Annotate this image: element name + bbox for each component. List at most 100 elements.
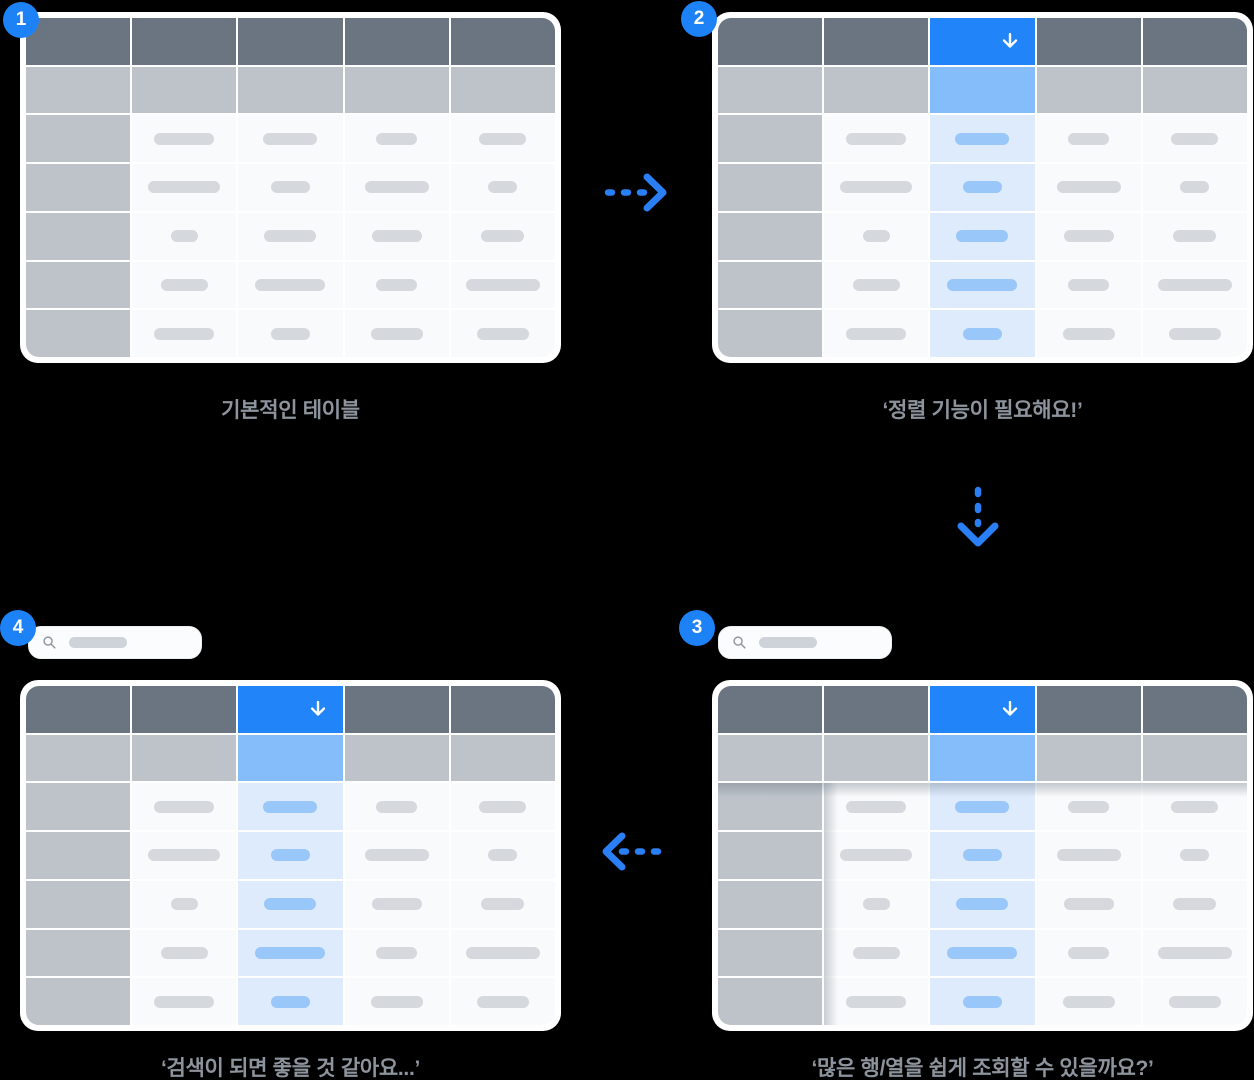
data-cell (238, 164, 343, 211)
step-4-badge: 4 (0, 610, 36, 646)
row-header-cell (26, 783, 131, 831)
data-cell (824, 783, 929, 831)
data-cell (132, 164, 237, 211)
cell-placeholder-pill (1168, 995, 1221, 1008)
cell-placeholder-pill (846, 800, 907, 813)
cell-placeholder-pill (364, 181, 429, 194)
data-cell (344, 261, 449, 309)
data-cell (344, 880, 449, 928)
data-cell (132, 880, 237, 928)
cell-placeholder-pill (465, 946, 540, 959)
cell-placeholder-pill (476, 327, 529, 340)
cell-placeholder-pill (1180, 181, 1210, 194)
cell-placeholder-pill (1063, 898, 1114, 911)
search-icon (733, 636, 746, 649)
column-header-cell (344, 18, 449, 65)
cell-placeholder-pill (488, 181, 518, 194)
cell-placeholder-pill (371, 898, 422, 911)
cell-placeholder-pill (1056, 181, 1121, 194)
data-cell (824, 310, 929, 357)
row-header-cell (26, 978, 131, 1025)
cell-placeholder-pill (170, 898, 198, 911)
column-header-cell (718, 686, 823, 733)
data-cell (1142, 832, 1247, 879)
data-cell (450, 880, 555, 928)
search-placeholder-pill (69, 637, 127, 648)
data-cell (1036, 783, 1141, 831)
cell-placeholder-pill (465, 278, 540, 291)
row-header-cell (26, 832, 131, 879)
data-cell (344, 783, 449, 831)
data-cell (824, 832, 929, 879)
data-cell (450, 310, 555, 357)
sub-header-cell (1036, 66, 1141, 114)
column-header-cell (450, 18, 555, 65)
sorted-data-cell (238, 978, 343, 1025)
data-cell (132, 832, 237, 879)
cell-placeholder-pill (1068, 132, 1110, 145)
sorted-data-cell (930, 310, 1035, 357)
data-cell (1036, 832, 1141, 879)
data-cell (1142, 783, 1247, 831)
row-header-cell (718, 164, 823, 211)
row-header-cell (26, 164, 131, 211)
cell-placeholder-pill (1056, 849, 1121, 862)
highlighted-cell-pill (264, 898, 317, 911)
sorted-sub-header-cell (930, 734, 1035, 782)
sorted-sub-header-cell (238, 734, 343, 782)
cell-placeholder-pill (270, 181, 310, 194)
data-cell (1142, 310, 1247, 357)
column-header-cell (824, 686, 929, 733)
sorted-sub-header-cell (930, 66, 1035, 114)
data-cell (132, 929, 237, 977)
sub-header-cell (450, 734, 555, 782)
cell-placeholder-pill (263, 132, 318, 145)
sorted-data-cell (930, 164, 1035, 211)
data-cell (450, 978, 555, 1025)
step-1-table (26, 18, 555, 357)
column-header-cell (450, 686, 555, 733)
row-header-cell (718, 929, 823, 977)
step-3-table (718, 686, 1247, 1025)
highlighted-cell-pill (263, 800, 318, 813)
flow-arrow-down-icon (957, 486, 999, 547)
data-cell (1036, 880, 1141, 928)
sorted-data-cell (930, 832, 1035, 879)
data-cell (132, 978, 237, 1025)
sorted-data-cell (930, 978, 1035, 1025)
row-header-cell (26, 929, 131, 977)
cell-placeholder-pill (1180, 849, 1210, 862)
step-4-table-card (20, 680, 561, 1031)
cell-placeholder-pill (840, 181, 913, 194)
highlighted-cell-pill (270, 995, 310, 1008)
data-cell (1142, 929, 1247, 977)
highlighted-cell-pill (956, 230, 1009, 243)
data-cell (824, 261, 929, 309)
data-cell (132, 783, 237, 831)
flow-arrow-left-icon (602, 832, 666, 871)
sorted-data-cell (930, 212, 1035, 260)
data-cell (1036, 164, 1141, 211)
cell-placeholder-pill (376, 800, 418, 813)
data-cell (132, 212, 237, 260)
cell-placeholder-pill (1157, 278, 1232, 291)
data-cell (824, 929, 929, 977)
cell-placeholder-pill (148, 849, 221, 862)
cell-placeholder-pill (160, 946, 208, 959)
data-cell (1036, 115, 1141, 163)
sub-header-cell (1142, 66, 1247, 114)
sub-header-cell (450, 66, 555, 114)
data-cell (344, 212, 449, 260)
highlighted-cell-pill (962, 327, 1002, 340)
data-cell (1142, 115, 1247, 163)
data-cell (1036, 212, 1141, 260)
cell-placeholder-pill (1068, 800, 1110, 813)
sub-header-cell (344, 734, 449, 782)
data-cell (1036, 978, 1141, 1025)
sub-header-cell (344, 66, 449, 114)
cell-placeholder-pill (479, 132, 527, 145)
cell-placeholder-pill (1068, 946, 1110, 959)
sort-arrow-down-icon (310, 701, 325, 717)
data-cell (824, 212, 929, 260)
cell-placeholder-pill (846, 327, 907, 340)
